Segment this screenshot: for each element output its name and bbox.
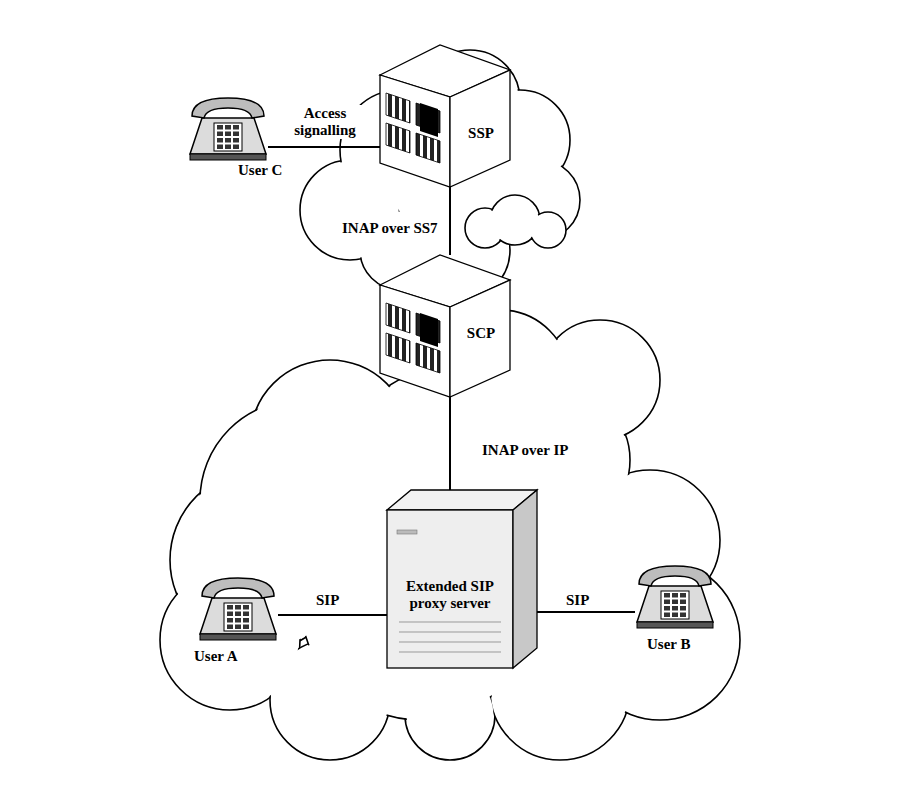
phone-handset — [192, 98, 264, 118]
telephone-icon — [635, 560, 715, 630]
user-label: User C — [238, 162, 308, 179]
phone-body — [190, 118, 266, 154]
phone-handset — [639, 566, 711, 586]
key — [243, 625, 249, 630]
phone-base — [190, 154, 266, 160]
server-node: SCP — [380, 255, 510, 397]
server-node: Extended SIP proxy server — [387, 490, 537, 668]
key — [243, 605, 249, 610]
server-node: SSP — [380, 45, 510, 187]
key — [233, 125, 239, 130]
keypad — [224, 603, 252, 631]
node-label: SSP — [452, 125, 510, 142]
key — [233, 138, 239, 143]
vent-grille — [386, 303, 410, 333]
telephone-node: User B — [635, 560, 715, 630]
link-label: INAP over SS7 — [340, 220, 440, 237]
key — [225, 125, 231, 130]
cloud-fill — [491, 196, 538, 243]
signalling-link — [278, 614, 387, 616]
key — [217, 145, 223, 150]
key — [227, 612, 233, 617]
link-label: Access signalling — [277, 105, 373, 139]
cube-side — [450, 280, 510, 397]
vent-grille — [386, 93, 410, 123]
phone-base — [200, 634, 276, 640]
switch-cube — [380, 45, 510, 187]
node-label: Extended SIP proxy server — [387, 578, 513, 612]
key — [680, 613, 686, 618]
key — [235, 618, 241, 623]
key — [235, 612, 241, 617]
tower-slot — [399, 652, 501, 653]
key — [680, 593, 686, 598]
tower-side — [513, 490, 537, 668]
phone-body — [637, 586, 713, 622]
phone-body — [200, 598, 276, 634]
vent-grille — [416, 343, 440, 373]
key — [664, 606, 670, 611]
key — [225, 132, 231, 137]
key — [233, 132, 239, 137]
key — [680, 600, 686, 605]
vent-grille — [416, 133, 440, 163]
user-label: User B — [647, 636, 717, 653]
telephone-node: User A — [198, 572, 278, 642]
link-label: SIP — [564, 592, 591, 609]
signalling-link — [268, 146, 380, 148]
drive-slot — [397, 530, 417, 534]
key — [672, 600, 678, 605]
key — [227, 625, 233, 630]
cloud-fill — [531, 213, 564, 246]
key — [664, 613, 670, 618]
key — [233, 145, 239, 150]
tower-top — [387, 490, 537, 510]
key — [227, 605, 233, 610]
key — [664, 600, 670, 605]
key — [672, 593, 678, 598]
cube-front — [380, 75, 450, 187]
telephone-icon — [188, 92, 268, 162]
drive-bay — [420, 313, 438, 347]
key — [217, 138, 223, 143]
link-label: INAP over IP — [480, 442, 570, 459]
vent-grille — [386, 333, 410, 363]
cloud-fill — [301, 481, 538, 718]
key — [243, 612, 249, 617]
signalling-link — [449, 397, 451, 490]
key — [680, 606, 686, 611]
node-label: SCP — [452, 325, 510, 342]
key — [664, 593, 670, 598]
cube-side — [450, 70, 510, 187]
tower-slot — [399, 622, 501, 623]
network-cloud — [465, 195, 566, 248]
key — [243, 618, 249, 623]
telephone-icon — [198, 572, 278, 642]
link-label: SIP — [314, 592, 341, 609]
keypad — [214, 123, 242, 151]
cube-front — [380, 285, 450, 397]
telephone-node: User C — [188, 92, 268, 162]
key — [225, 138, 231, 143]
key — [225, 145, 231, 150]
keypad — [661, 591, 689, 619]
phone-handset — [202, 578, 274, 598]
key — [227, 618, 233, 623]
signalling-link — [537, 611, 635, 613]
key — [217, 125, 223, 130]
drive-bay — [420, 103, 438, 137]
tower-front — [387, 510, 513, 668]
key — [672, 613, 678, 618]
key — [672, 606, 678, 611]
signalling-link — [449, 187, 451, 255]
key — [235, 605, 241, 610]
key — [217, 132, 223, 137]
tower-slot — [399, 642, 501, 643]
vent-grille — [386, 123, 410, 153]
key — [235, 625, 241, 630]
tower-slot — [399, 632, 501, 633]
user-label: User A — [194, 648, 264, 665]
phone-base — [637, 622, 713, 628]
